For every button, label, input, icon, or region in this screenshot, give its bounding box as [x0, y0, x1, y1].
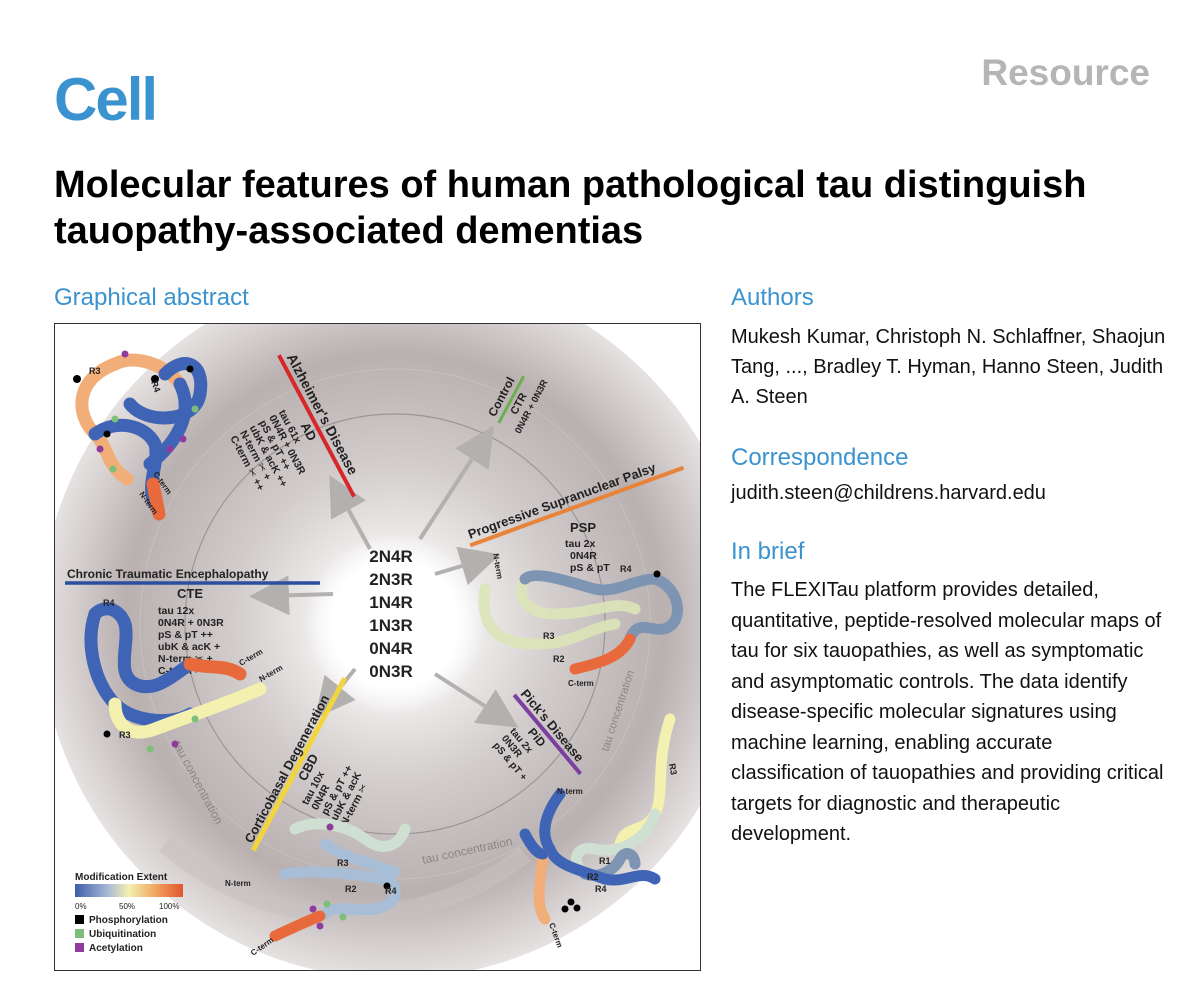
- psp-abbr: PSP: [570, 520, 596, 535]
- pid-r3-label: R3: [667, 763, 679, 776]
- cte-name: Chronic Traumatic Encephalopathy: [67, 567, 269, 581]
- isoform-0n3r: 0N3R: [369, 662, 412, 681]
- psp-r2-label: R2: [553, 654, 565, 664]
- isoform-1n4r: 1N4R: [369, 593, 412, 612]
- pid-color-bar: [512, 693, 582, 776]
- isoform-1n3r: 1N3R: [369, 616, 412, 635]
- cte-line-3: pS & pT ++: [158, 629, 213, 641]
- arrow-to-cte: [249, 575, 334, 616]
- legend: Modification Extent 0% 50% 100% Phosphor…: [75, 872, 183, 954]
- legend-tick-0: 0%: [75, 902, 87, 911]
- psp-details: PSP tau 2x 0N4R pS & pT: [565, 520, 610, 574]
- cte-r3-label: R3: [119, 730, 131, 740]
- authors-heading: Authors: [731, 284, 814, 311]
- cbd-tau-structure: [269, 818, 411, 942]
- pid-modification-dots: [561, 898, 581, 913]
- pid-r1-label: R1: [599, 856, 611, 866]
- cte-line-1: tau 12x: [158, 605, 194, 617]
- legend-gradient-bar: [75, 884, 183, 897]
- legend-swatch-acetylation: [75, 943, 84, 952]
- psp-cterm-label: C-term: [568, 679, 594, 688]
- isoform-2n4r: 2N4R: [369, 547, 412, 566]
- in-brief-heading: In brief: [731, 538, 805, 565]
- in-brief-text: The FLEXITau platform provides detailed,…: [731, 579, 1164, 845]
- correspondence-email[interactable]: judith.steen@childrens.harvard.edu: [731, 482, 1046, 504]
- cbd-r3-label: R3: [337, 858, 349, 868]
- psp-r3-label: R3: [543, 631, 555, 641]
- psp-color-bar: [469, 465, 685, 548]
- psp-nterm-label: N-term: [491, 553, 504, 580]
- psp-line-2: 0N4R: [570, 550, 597, 562]
- isoform-0n4r: 0N4R: [369, 639, 412, 658]
- psp-tau-structure: [478, 570, 683, 675]
- pid-r2-label: R2: [587, 872, 599, 882]
- isoform-list: 2N4R 2N3R 1N4R 1N3R 0N4R 0N3R: [369, 547, 412, 681]
- cte-modification-dots: [103, 715, 199, 753]
- psp-r4-label: R4: [620, 564, 632, 574]
- article-type: Resource: [981, 52, 1150, 93]
- pid-nterm-label: N-term: [557, 787, 583, 796]
- legend-swatch-ubiquitination: [75, 929, 84, 938]
- psp-modification-dots: [653, 570, 661, 578]
- cte-line-2: 0N4R + 0N3R: [158, 617, 224, 629]
- cbd-nterm-label: N-term: [225, 879, 251, 888]
- ad-r4-label: R4: [149, 379, 162, 393]
- psp-line-3: pS & pT: [570, 562, 610, 574]
- cte-r4-label: R4: [103, 598, 115, 608]
- authors-list: Mukesh Kumar, Christoph N. Schlaffner, S…: [731, 326, 1166, 408]
- arrow-to-psp: [434, 546, 501, 586]
- legend-label-acetylation: Acetylation: [89, 943, 143, 954]
- radial-arrows: [249, 425, 519, 728]
- arrow-to-ad: [329, 474, 372, 550]
- graphical-abstract-heading: Graphical abstract: [54, 284, 249, 311]
- ad-tau-structure: [75, 353, 208, 521]
- correspondence-heading: Correspondence: [731, 444, 909, 471]
- psp-line-1: tau 2x: [565, 538, 596, 550]
- graphical-abstract-figure: tau concentration tau concentration tau …: [54, 323, 701, 971]
- ctr-color-bar: [497, 375, 526, 424]
- ad-r3-label: R3: [89, 366, 101, 376]
- cte-line-4: ubK & acK +: [158, 641, 220, 653]
- legend-swatch-phosphorylation: [75, 915, 84, 924]
- cte-tau-structure: [84, 602, 267, 739]
- arrow-to-ctr: [418, 425, 494, 541]
- isoform-2n3r: 2N3R: [369, 570, 412, 589]
- journal-logo: Cell: [54, 66, 158, 133]
- legend-title: Modification Extent: [75, 872, 168, 883]
- legend-label-phosphorylation: Phosphorylation: [89, 915, 168, 926]
- cbd-color-bar: [250, 676, 347, 852]
- ad-modification-dots: [73, 350, 199, 473]
- pid-r4-label: R4: [595, 884, 607, 894]
- cbd-r2-label: R2: [345, 884, 357, 894]
- legend-tick-100: 100%: [159, 902, 179, 911]
- cbd-r4-label: R4: [385, 886, 397, 896]
- legend-label-ubiquitination: Ubiquitination: [89, 929, 156, 940]
- cte-abbr: CTE: [177, 586, 203, 601]
- ad-color-bar: [277, 354, 356, 498]
- article-title: Molecular features of human pathological…: [54, 164, 1087, 253]
- cbd-modification-dots: [309, 823, 391, 930]
- pid-tau-structure: [519, 713, 676, 925]
- arrow-to-pid: [433, 672, 519, 728]
- legend-tick-50: 50%: [119, 902, 135, 911]
- psp-structure-labels: R4 R3 R2 N-term C-term: [491, 553, 631, 688]
